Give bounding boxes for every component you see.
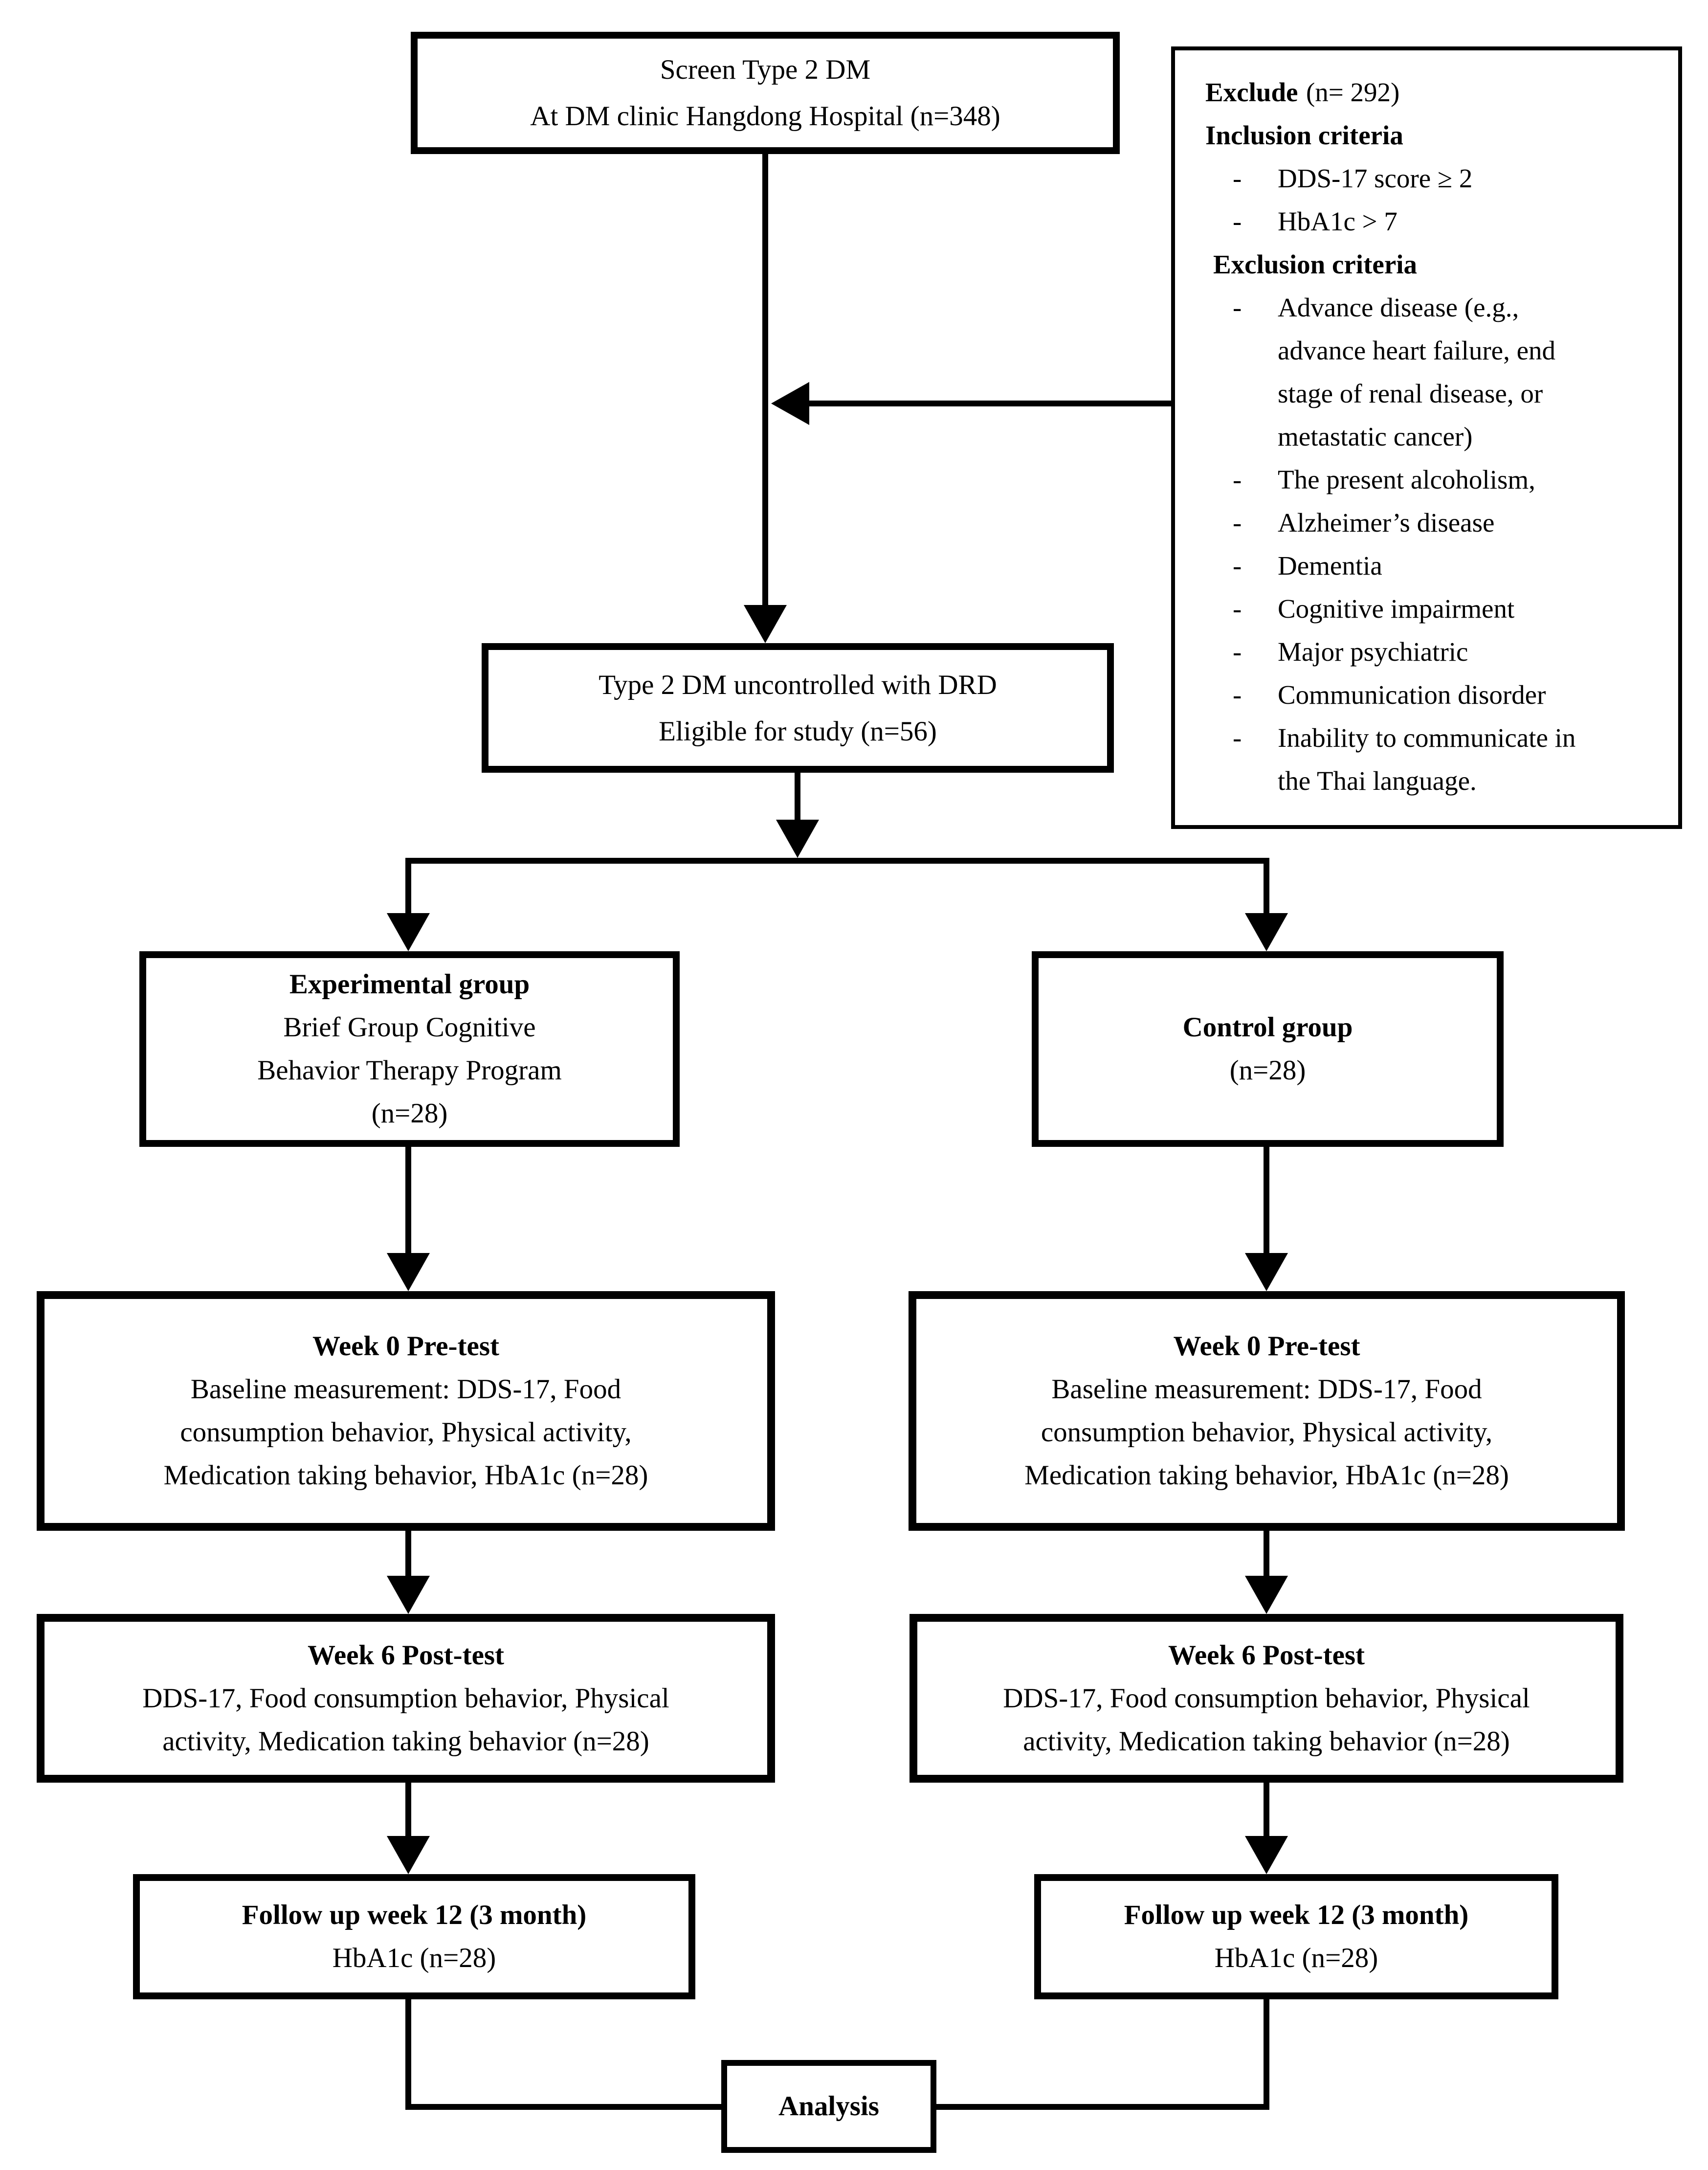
connector-split-to-experimental — [405, 858, 411, 914]
week6-posttest-box-experimental: Week 6 Post-test DDS-17, Food consumptio… — [37, 1614, 775, 1783]
bullet-dash: - — [1233, 723, 1242, 753]
exclusion-item-text: Communication disorder — [1278, 680, 1546, 710]
arrowhead-into-followup-right — [1245, 1836, 1288, 1874]
exclusion-item: - Advance disease (e.g., advance heart f… — [1205, 286, 1664, 458]
eligible-box-line2: Eligible for study (n=56) — [659, 716, 937, 747]
arrowhead-into-experimental — [387, 913, 430, 951]
exclusion-item-text: Major psychiatric — [1278, 637, 1468, 667]
connector-followup-right-down — [1264, 1999, 1269, 2110]
inclusion-item: - HbA1c > 7 — [1205, 200, 1664, 243]
week0-body: Baseline measurement: DDS-17, Food consu… — [1024, 1374, 1509, 1491]
screen-box-line1: Screen Type 2 DM — [660, 54, 871, 85]
eligible-box-line1: Type 2 DM uncontrolled with DRD — [599, 669, 997, 700]
bullet-dash: - — [1233, 637, 1242, 667]
week6-posttest-box-control: Week 6 Post-test DDS-17, Food consumptio… — [909, 1614, 1623, 1783]
exclusion-item: - Inability to communicate in the Thai l… — [1205, 716, 1664, 803]
followup-body: HbA1c (n=28) — [1214, 1943, 1378, 1973]
bullet-dash: - — [1233, 465, 1242, 494]
followup-body: HbA1c (n=28) — [332, 1943, 496, 1973]
arrowhead-into-week0-right — [1245, 1253, 1288, 1291]
screen-box: Screen Type 2 DM At DM clinic Hangdong H… — [411, 32, 1120, 154]
inclusion-item: - DDS-17 score ≥ 2 — [1205, 157, 1664, 200]
connector-eligible-to-split — [795, 773, 800, 823]
arrowhead-into-week6-left — [387, 1576, 430, 1614]
connector-experimental-to-week0 — [405, 1147, 411, 1254]
exclusion-item: - Alzheimer’s disease — [1205, 501, 1664, 544]
followup-title: Follow up week 12 (3 month) — [242, 1900, 587, 1930]
exclusion-item: - Cognitive impairment — [1205, 587, 1664, 630]
arrowhead-into-followup-left — [387, 1836, 430, 1874]
exclude-heading-label: Exclude — [1205, 77, 1298, 107]
connector-split-horizontal — [405, 858, 1269, 864]
bullet-dash: - — [1233, 680, 1242, 710]
eligible-box: Type 2 DM uncontrolled with DRD Eligible… — [482, 643, 1114, 773]
week6-title: Week 6 Post-test — [1168, 1639, 1365, 1671]
exclusion-item: - The present alcoholism, — [1205, 458, 1664, 501]
connector-week0-to-week6-left — [405, 1531, 411, 1577]
exclusion-item-text: The present alcoholism, — [1278, 465, 1535, 494]
week0-title: Week 0 Pre-test — [1173, 1331, 1360, 1362]
experimental-group-title: Experimental group — [289, 969, 530, 1000]
exclusion-item: - Dementia — [1205, 544, 1664, 587]
week0-body: Baseline measurement: DDS-17, Food consu… — [163, 1374, 648, 1491]
connector-screen-to-eligible — [762, 154, 768, 606]
experimental-group-box: Experimental group Brief Group Cognitive… — [139, 951, 680, 1147]
connector-left-to-analysis — [405, 2104, 721, 2110]
exclusion-item-text: Alzheimer’s disease — [1278, 508, 1495, 537]
week0-pretest-box-experimental: Week 0 Pre-test Baseline measurement: DD… — [37, 1291, 775, 1531]
connector-week6-to-followup-right — [1264, 1783, 1269, 1837]
bullet-dash: - — [1233, 508, 1242, 537]
exclusion-item-text: Inability to communicate in the Thai lan… — [1278, 723, 1576, 796]
arrowhead-into-eligible — [744, 605, 787, 643]
control-group-box: Control group (n=28) — [1032, 951, 1504, 1147]
exclusion-item-text: Advance disease (e.g., advance heart fai… — [1278, 292, 1555, 451]
experimental-group-line2: Behavior Therapy Program — [257, 1055, 562, 1086]
analysis-box: Analysis — [721, 2060, 936, 2153]
arrowhead-into-week0-left — [387, 1253, 430, 1291]
inclusion-item-text: HbA1c > 7 — [1278, 206, 1397, 236]
week0-pretest-box-control: Week 0 Pre-test Baseline measurement: DD… — [909, 1291, 1625, 1531]
bullet-dash: - — [1233, 551, 1242, 581]
exclude-box: Exclude (n= 292) Inclusion criteria - DDS… — [1171, 46, 1682, 829]
followup-box-control: Follow up week 12 (3 month) HbA1c (n=28) — [1034, 1874, 1558, 1999]
screen-box-line2: At DM clinic Hangdong Hospital (n=348) — [530, 101, 1000, 132]
control-group-title: Control group — [1182, 1012, 1353, 1043]
inclusion-item-text: DDS-17 score ≥ 2 — [1278, 163, 1473, 193]
exclusion-item: - Communication disorder — [1205, 673, 1664, 716]
connector-followup-left-down — [405, 1999, 411, 2110]
exclusion-item-text: Dementia — [1278, 551, 1382, 581]
followup-title: Follow up week 12 (3 month) — [1124, 1900, 1469, 1930]
exclusion-criteria-heading: Exclusion criteria — [1213, 249, 1418, 279]
exclude-heading: Exclude (n= 292) — [1205, 71, 1399, 114]
exclusion-item: - Major psychiatric — [1205, 630, 1664, 673]
bullet-dash: - — [1233, 292, 1242, 322]
arrowhead-into-split — [776, 820, 819, 858]
week6-body: DDS-17, Food consumption behavior, Physi… — [1003, 1682, 1530, 1757]
bullet-dash: - — [1233, 594, 1242, 624]
arrowhead-exclude-left — [771, 382, 809, 425]
connector-right-to-analysis — [936, 2104, 1269, 2110]
arrowhead-into-control — [1245, 913, 1288, 951]
week0-title: Week 0 Pre-test — [312, 1331, 499, 1362]
exclusion-item-text: Cognitive impairment — [1278, 594, 1515, 624]
connector-control-to-week0 — [1264, 1147, 1269, 1254]
week6-body: DDS-17, Food consumption behavior, Physi… — [142, 1682, 669, 1757]
bullet-dash: - — [1233, 163, 1242, 193]
connector-week0-to-week6-right — [1264, 1531, 1269, 1577]
analysis-title: Analysis — [778, 2091, 879, 2122]
followup-box-experimental: Follow up week 12 (3 month) HbA1c (n=28) — [133, 1874, 695, 1999]
experimental-group-n: (n=28) — [371, 1098, 448, 1129]
arrowhead-into-week6-right — [1245, 1576, 1288, 1614]
experimental-group-line1: Brief Group Cognitive — [283, 1012, 536, 1043]
connector-week6-to-followup-left — [405, 1783, 411, 1837]
week6-title: Week 6 Post-test — [307, 1639, 505, 1671]
connector-exclude-line — [804, 401, 1171, 406]
bullet-dash: - — [1233, 206, 1242, 236]
connector-split-to-control — [1264, 858, 1269, 914]
inclusion-criteria-heading: Inclusion criteria — [1205, 120, 1403, 150]
control-group-n: (n=28) — [1229, 1055, 1306, 1086]
exclude-heading-count: (n= 292) — [1306, 77, 1400, 107]
